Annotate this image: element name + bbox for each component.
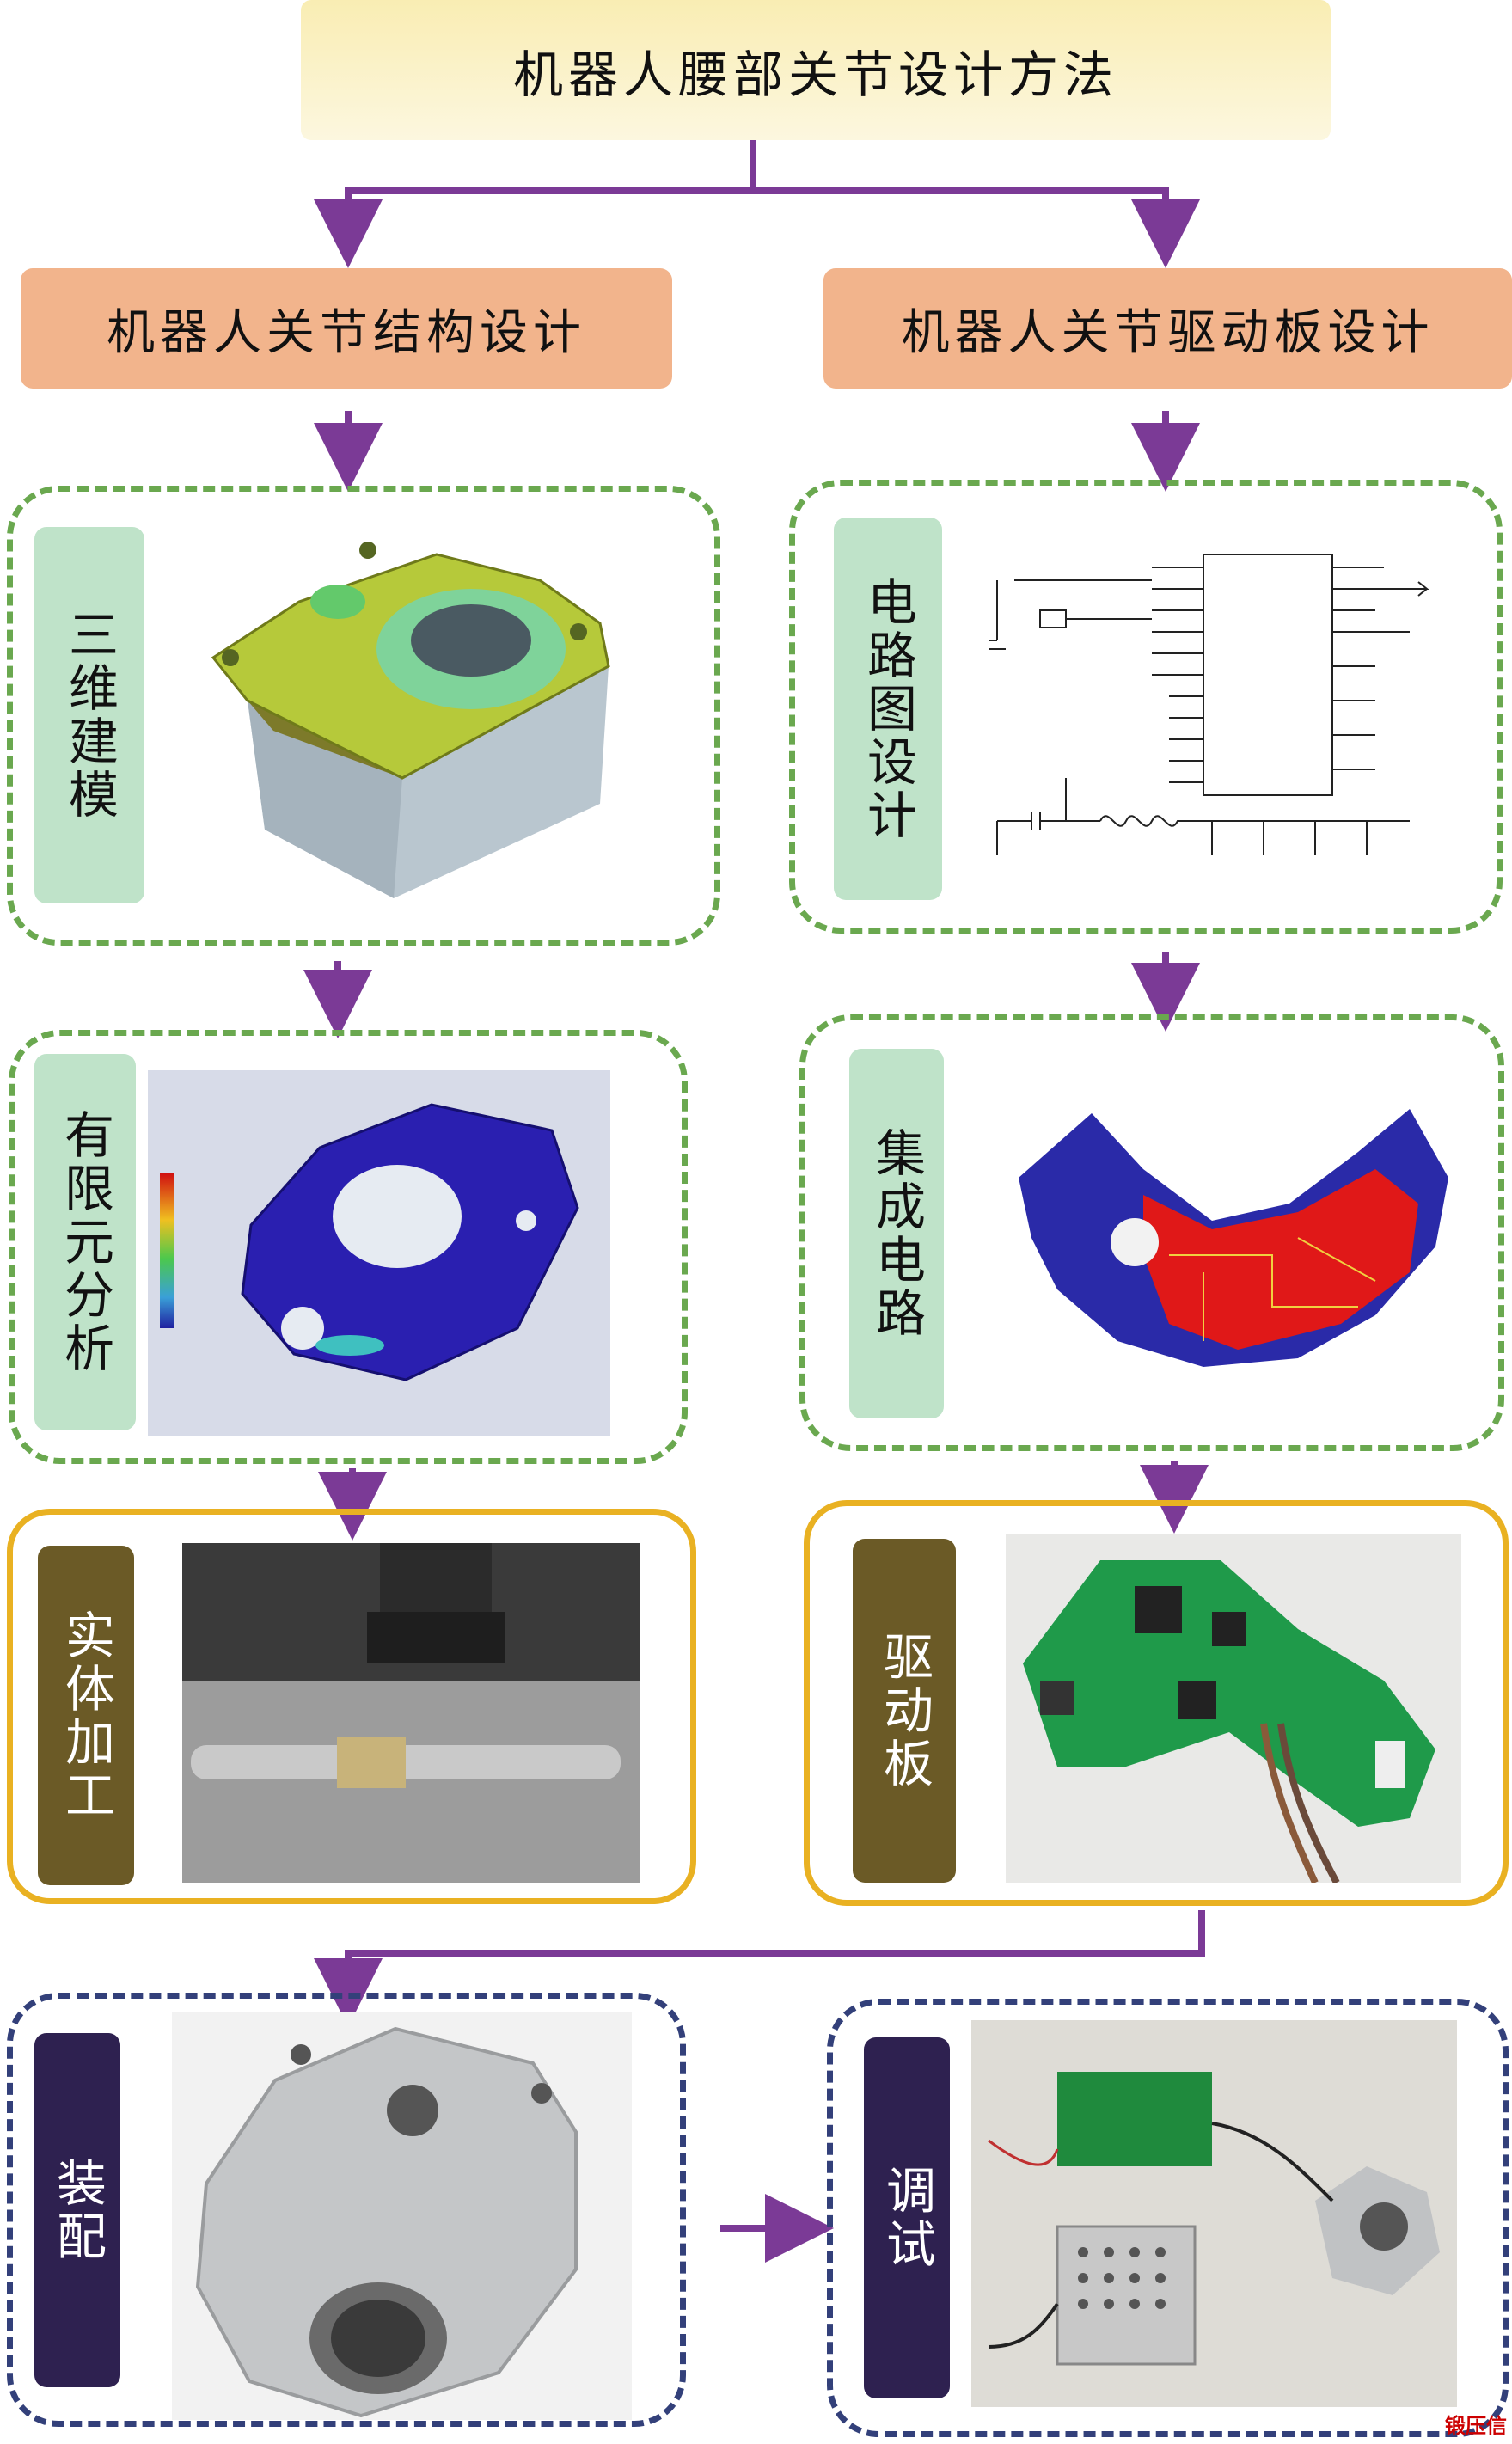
assembly-label: 装配 [34,2033,120,2387]
driver-board-photo [1006,1534,1461,1883]
structure-design-header: 机器人关节结构设计 [21,268,672,389]
fea-group [9,1030,688,1464]
debug-label: 调试 [864,2037,950,2398]
schematic-image [980,529,1461,890]
fea-label: 有限元分析 [34,1054,136,1430]
schematic-label: 电路图设计 [834,518,942,900]
debug-group [827,1999,1509,2437]
machining-group [7,1509,696,1904]
assembly-group [7,1993,686,2427]
fea-image [148,1070,610,1436]
machining-label: 实体加工 [38,1546,134,1885]
cad-model-image [196,520,643,898]
machining-photo [182,1543,640,1883]
ic-group [799,1014,1504,1451]
watermark: 锻压信 [1445,2414,1507,2438]
board-label: 驱动板 [853,1539,956,1883]
debug-setup-photo [971,2020,1457,2407]
pcb-layout-image [1014,1100,1453,1375]
modeling-label: 三维建模 [34,527,144,903]
modeling-group [7,486,720,946]
main-title: 机器人腰部关节设计方法 [301,0,1331,140]
schematic-group [789,480,1503,934]
ic-label: 集成电路 [849,1049,944,1418]
driver-board-design-header: 机器人关节驱动板设计 [823,268,1512,389]
assembly-photo [172,2012,632,2420]
board-group [804,1500,1509,1906]
